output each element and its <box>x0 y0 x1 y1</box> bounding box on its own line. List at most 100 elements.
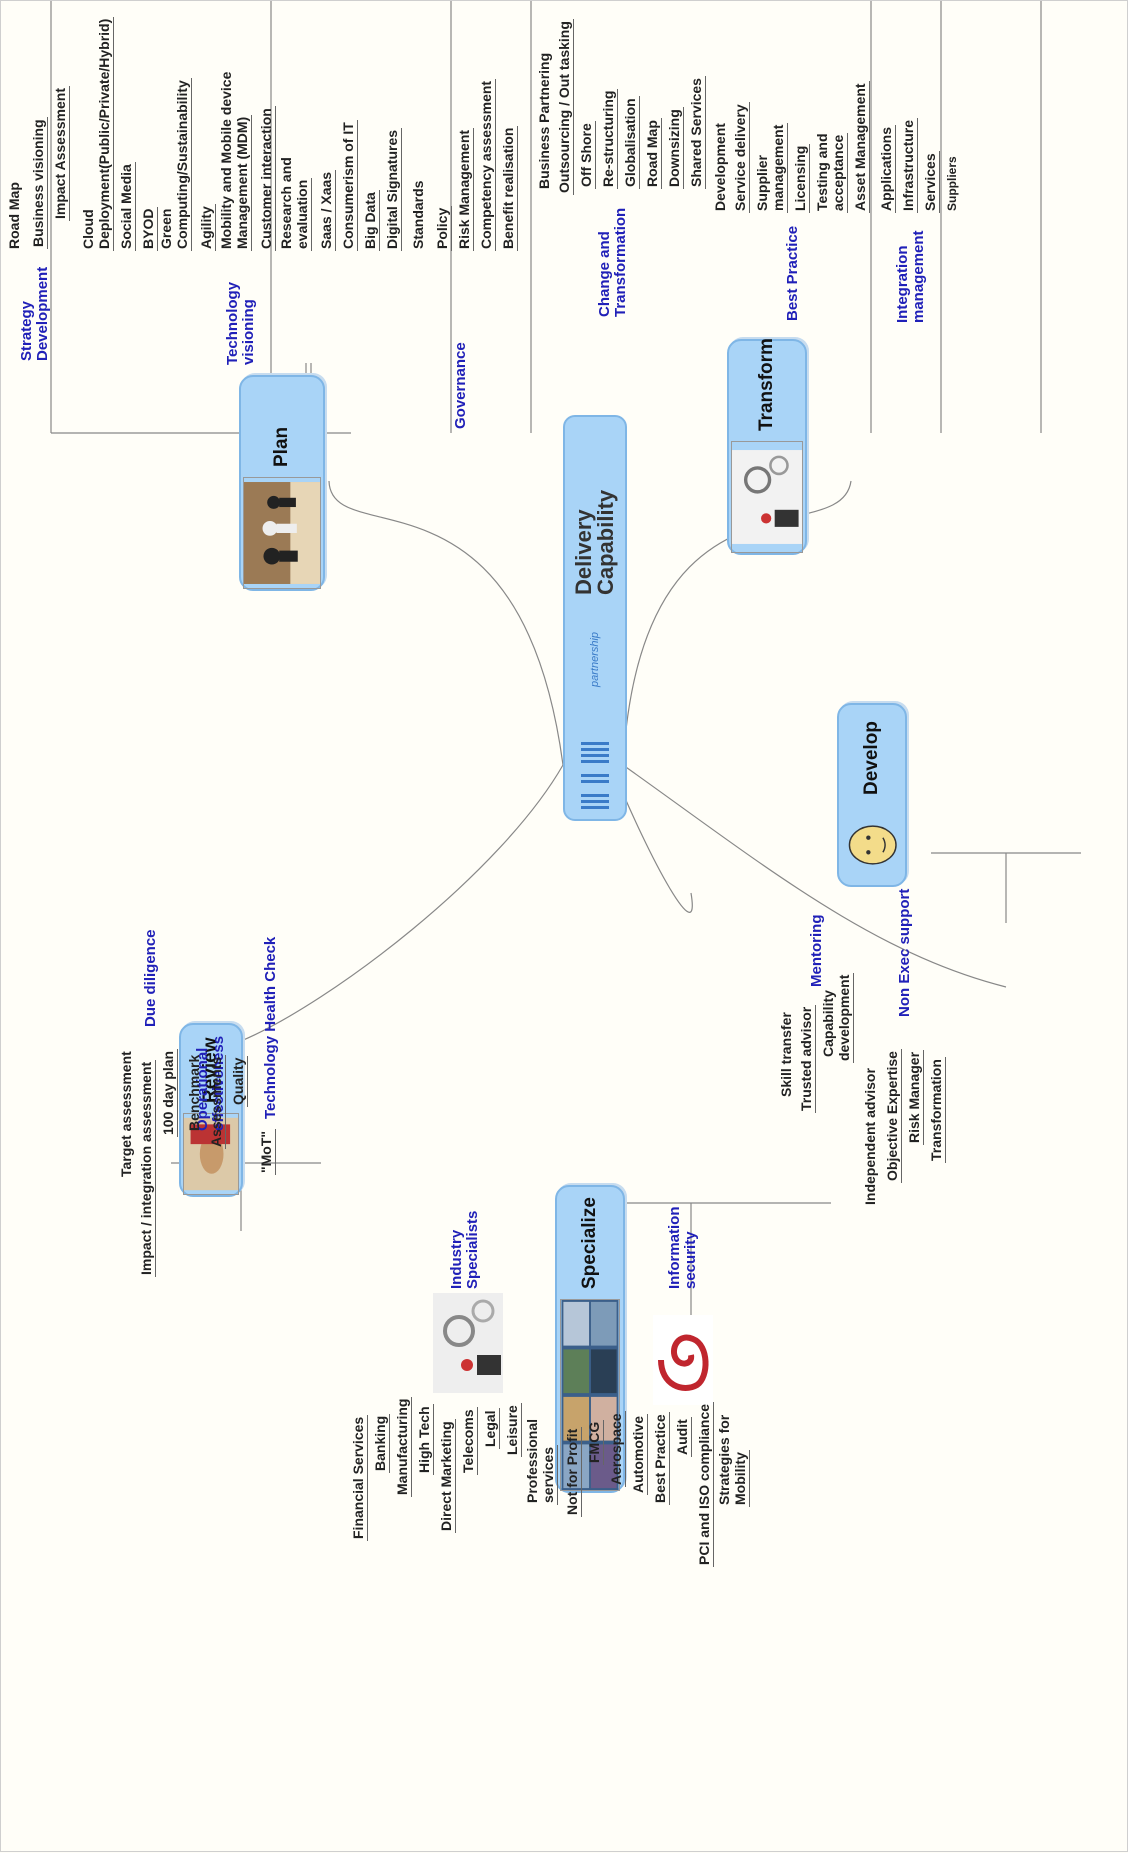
plan-gov-item-4: Benefit realisation <box>500 125 518 251</box>
develop-node[interactable]: Develop <box>837 703 907 887</box>
plan-tech-item-13: Consumerism of IT <box>340 120 358 251</box>
plan-tech-item-10: Research and <box>278 157 294 249</box>
review-node[interactable]: Review <box>179 1023 243 1197</box>
review-operational-item-1: Assessments <box>208 1054 226 1149</box>
plan-tech-item-4: Green <box>158 208 174 249</box>
develop-nonexec-item-3: Transformation <box>928 1057 946 1163</box>
plan-tech-item-8: Management (MDM) <box>234 114 252 251</box>
develop-mentoring-item-1: Trusted advisor <box>798 1004 816 1113</box>
specialize-infosec-item-2: PCI and ISO compliance <box>696 1401 714 1567</box>
transform-title: Transform <box>756 338 777 431</box>
transform-change-item-2: Off Shore <box>578 121 596 189</box>
center-title: Delivery Capability <box>571 489 618 595</box>
plan-strategy-label[interactable]: Strategy Development <box>18 266 51 361</box>
develop-nonexec-item-1: Objective Expertise <box>884 1049 902 1183</box>
chess-pieces-image <box>243 477 321 589</box>
specialize-industry-item-12: Aerospace <box>608 1411 626 1487</box>
transform-integration-label[interactable]: Integration management <box>894 230 927 323</box>
plan-tech-item-0: Cloud <box>80 209 96 249</box>
review-health-item-0: "MoT" <box>258 1128 276 1175</box>
specialize-industry-item-1: Banking <box>372 1413 390 1473</box>
plan-strategy-item-0: Road Map <box>6 182 22 249</box>
plan-tech-item-15: Digital Signatures <box>384 127 402 251</box>
transform-best-item-7: Asset Management <box>852 81 870 213</box>
cartoon-face-image <box>848 825 897 865</box>
transform-change-item-3: Re-structuring <box>600 88 618 189</box>
plan-tech-item-2: Social Media <box>118 162 136 251</box>
specialize-infosec-label[interactable]: Information security <box>666 1206 699 1290</box>
develop-nonexec-label[interactable]: Non Exec support <box>896 888 913 1017</box>
specialize-infosec-item-4: Mobility <box>732 1450 750 1507</box>
develop-nonexec-item-2: Risk Manager <box>906 1049 924 1145</box>
transform-best-label[interactable]: Best Practice <box>784 225 801 321</box>
develop-mentoring-item-3: development <box>836 972 854 1063</box>
plan-gov-item-2: Risk Management <box>456 127 474 251</box>
handshake-image <box>183 1113 239 1195</box>
transform-best-item-4: Licensing <box>792 143 810 213</box>
transform-node[interactable]: Transform <box>727 338 807 555</box>
plan-node[interactable]: Plan <box>239 375 325 591</box>
develop-title: Develop <box>861 721 882 795</box>
transform-integration-item-0: Applications <box>878 124 896 213</box>
plan-technology-label[interactable]: Technology visioning <box>224 281 257 365</box>
gears-icon <box>433 1293 503 1393</box>
specialize-node[interactable]: Specialize <box>555 1185 625 1493</box>
transform-integration-item-3: Suppliers <box>945 156 959 211</box>
specialize-infosec-item-1: Audit <box>674 1417 692 1457</box>
specialize-industry-item-7: Leisure <box>504 1403 522 1457</box>
plan-tech-item-6: Agility <box>198 204 216 251</box>
transform-change-item-0: Business Partnering <box>536 52 552 189</box>
plan-tech-item-3: BYOD <box>140 206 158 251</box>
transform-change-item-4: Globalisation <box>622 96 640 189</box>
develop-mentoring-label[interactable]: Mentoring <box>808 914 825 988</box>
specialize-infosec-item-0: Best Practice <box>652 1412 670 1505</box>
plan-tech-item-14: Big Data <box>362 190 380 251</box>
specialize-industry-item-2: Manufacturing <box>394 1396 412 1497</box>
develop-mentoring-item-0: Skill transfer <box>778 1012 794 1097</box>
specialize-industry-item-5: Telecoms <box>460 1407 478 1475</box>
review-due-item-2: 100 day plan <box>160 1048 178 1137</box>
plan-gov-item-1: Policy <box>434 205 452 251</box>
link-develop <box>622 764 1007 988</box>
center-node[interactable]: partnership Delivery Capability <box>563 415 627 821</box>
transform-change-label[interactable]: Change and Transformation <box>596 207 629 317</box>
spiral-head-icon <box>653 1315 713 1405</box>
specialize-industry-item-4: Direct Marketing <box>438 1419 456 1533</box>
review-due-label[interactable]: Due diligence <box>142 929 159 1027</box>
specialize-industry-label[interactable]: Industry Specialists <box>448 1210 481 1289</box>
gears-image <box>731 441 803 553</box>
transform-change-item-5: Road Map <box>644 118 662 189</box>
specialize-industry-item-3: High Tech <box>416 1404 434 1475</box>
transform-best-item-3: management <box>770 122 788 213</box>
transform-best-item-1: Service delivery <box>732 102 750 213</box>
industry-gears-image <box>433 1293 508 1393</box>
specialize-industry-item-6: Legal <box>482 1408 500 1449</box>
plan-tech-item-9: Customer interaction <box>258 106 276 251</box>
plan-governance-label[interactable]: Governance <box>452 342 469 429</box>
industry-collage-image <box>560 1299 620 1491</box>
plan-tech-item-5: Computing/Sustainability <box>174 78 192 251</box>
review-health-label[interactable]: Technology Health Check <box>262 936 279 1119</box>
plan-gov-item-3: Competency assessment <box>478 78 496 251</box>
link-review <box>240 764 564 1042</box>
transform-best-item-0: Development <box>712 123 728 211</box>
plan-strategy-item-1: Business visioning <box>30 117 48 249</box>
transform-change-item-6: Downsizing <box>666 107 684 189</box>
specialize-industry-item-10: Not for Profit <box>564 1426 582 1517</box>
specialize-industry-item-8: Professional <box>524 1418 540 1503</box>
plan-tech-item-12: Saas / Xaas <box>318 169 336 251</box>
specialize-industry-item-9: services <box>540 1444 558 1505</box>
plan-tech-item-1: Deployment(Public/Private/Hybrid) <box>96 16 114 251</box>
specialize-industry-item-13: Automotive <box>630 1414 648 1495</box>
logo-sub-text: partnership <box>589 631 601 687</box>
specialize-infosec-item-3: Strategies for <box>716 1414 732 1505</box>
infosec-image <box>653 1315 718 1405</box>
develop-mentoring-item-2: Capability <box>820 990 836 1057</box>
transform-change-item-1: Outsourcing / Out tasking <box>556 19 574 195</box>
review-due-item-0: Target assessment <box>118 1051 134 1177</box>
plan-gov-item-0: Standards <box>410 180 426 249</box>
link-plan <box>328 480 564 766</box>
